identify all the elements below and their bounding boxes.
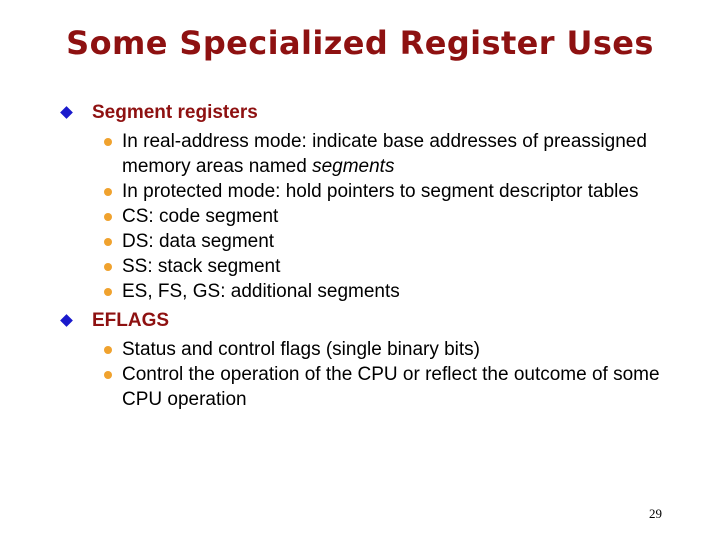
outline-level2-item[interactable]: Status and control flags (single binary …	[58, 337, 666, 362]
outline-group: Segment registers In real-address mode: …	[58, 100, 666, 304]
outline-level2-item[interactable]: CS: code segment	[58, 204, 666, 229]
dot-bullet-icon	[104, 263, 112, 271]
outline-level2-item[interactable]: In real-address mode: indicate base addr…	[58, 129, 666, 179]
slide-body-outline: Segment registers In real-address mode: …	[58, 100, 666, 412]
outline-group: EFLAGS Status and control flags (single …	[58, 308, 666, 412]
outline-level1-label: Segment registers	[92, 102, 258, 123]
outline-level2-label: Control the operation of the CPU or refl…	[122, 364, 660, 410]
outline-level2-label: ES, FS, GS: additional segments	[122, 281, 400, 302]
diamond-bullet-icon	[60, 106, 73, 119]
outline-level2-label: Status and control flags (single binary …	[122, 339, 481, 360]
dot-bullet-icon	[104, 213, 112, 221]
outline-level2-label: In protected mode: hold pointers to segm…	[122, 181, 639, 202]
outline-level1-item[interactable]: Segment registers	[58, 100, 666, 126]
outline-level2-emphasis: segments	[312, 156, 395, 177]
outline-level2-item[interactable]: In protected mode: hold pointers to segm…	[58, 179, 666, 204]
dot-bullet-icon	[104, 288, 112, 296]
outline-level2-item[interactable]: DS: data segment	[58, 229, 666, 254]
outline-level2-label: CS: code segment	[122, 206, 279, 227]
outline-level2-label: DS: data segment	[122, 231, 275, 252]
outline-level2-item[interactable]: SS: stack segment	[58, 254, 666, 279]
dot-bullet-icon	[104, 188, 112, 196]
diamond-bullet-icon	[60, 314, 73, 327]
page-number: 29	[649, 506, 662, 521]
outline-level2-item[interactable]: ES, FS, GS: additional segments	[58, 279, 666, 304]
dot-bullet-icon	[104, 138, 112, 146]
dot-bullet-icon	[104, 346, 112, 354]
outline-level1-label: EFLAGS	[92, 310, 170, 331]
outline-level2-label: SS: stack segment	[122, 256, 281, 277]
dot-bullet-icon	[104, 371, 112, 379]
outline-level2-item[interactable]: Control the operation of the CPU or refl…	[58, 362, 666, 412]
page-title: Some Specialized Register Uses	[66, 24, 654, 62]
dot-bullet-icon	[104, 238, 112, 246]
outline-level2-label: In real-address mode: indicate base addr…	[122, 131, 647, 177]
outline-level1-item[interactable]: EFLAGS	[58, 308, 666, 334]
